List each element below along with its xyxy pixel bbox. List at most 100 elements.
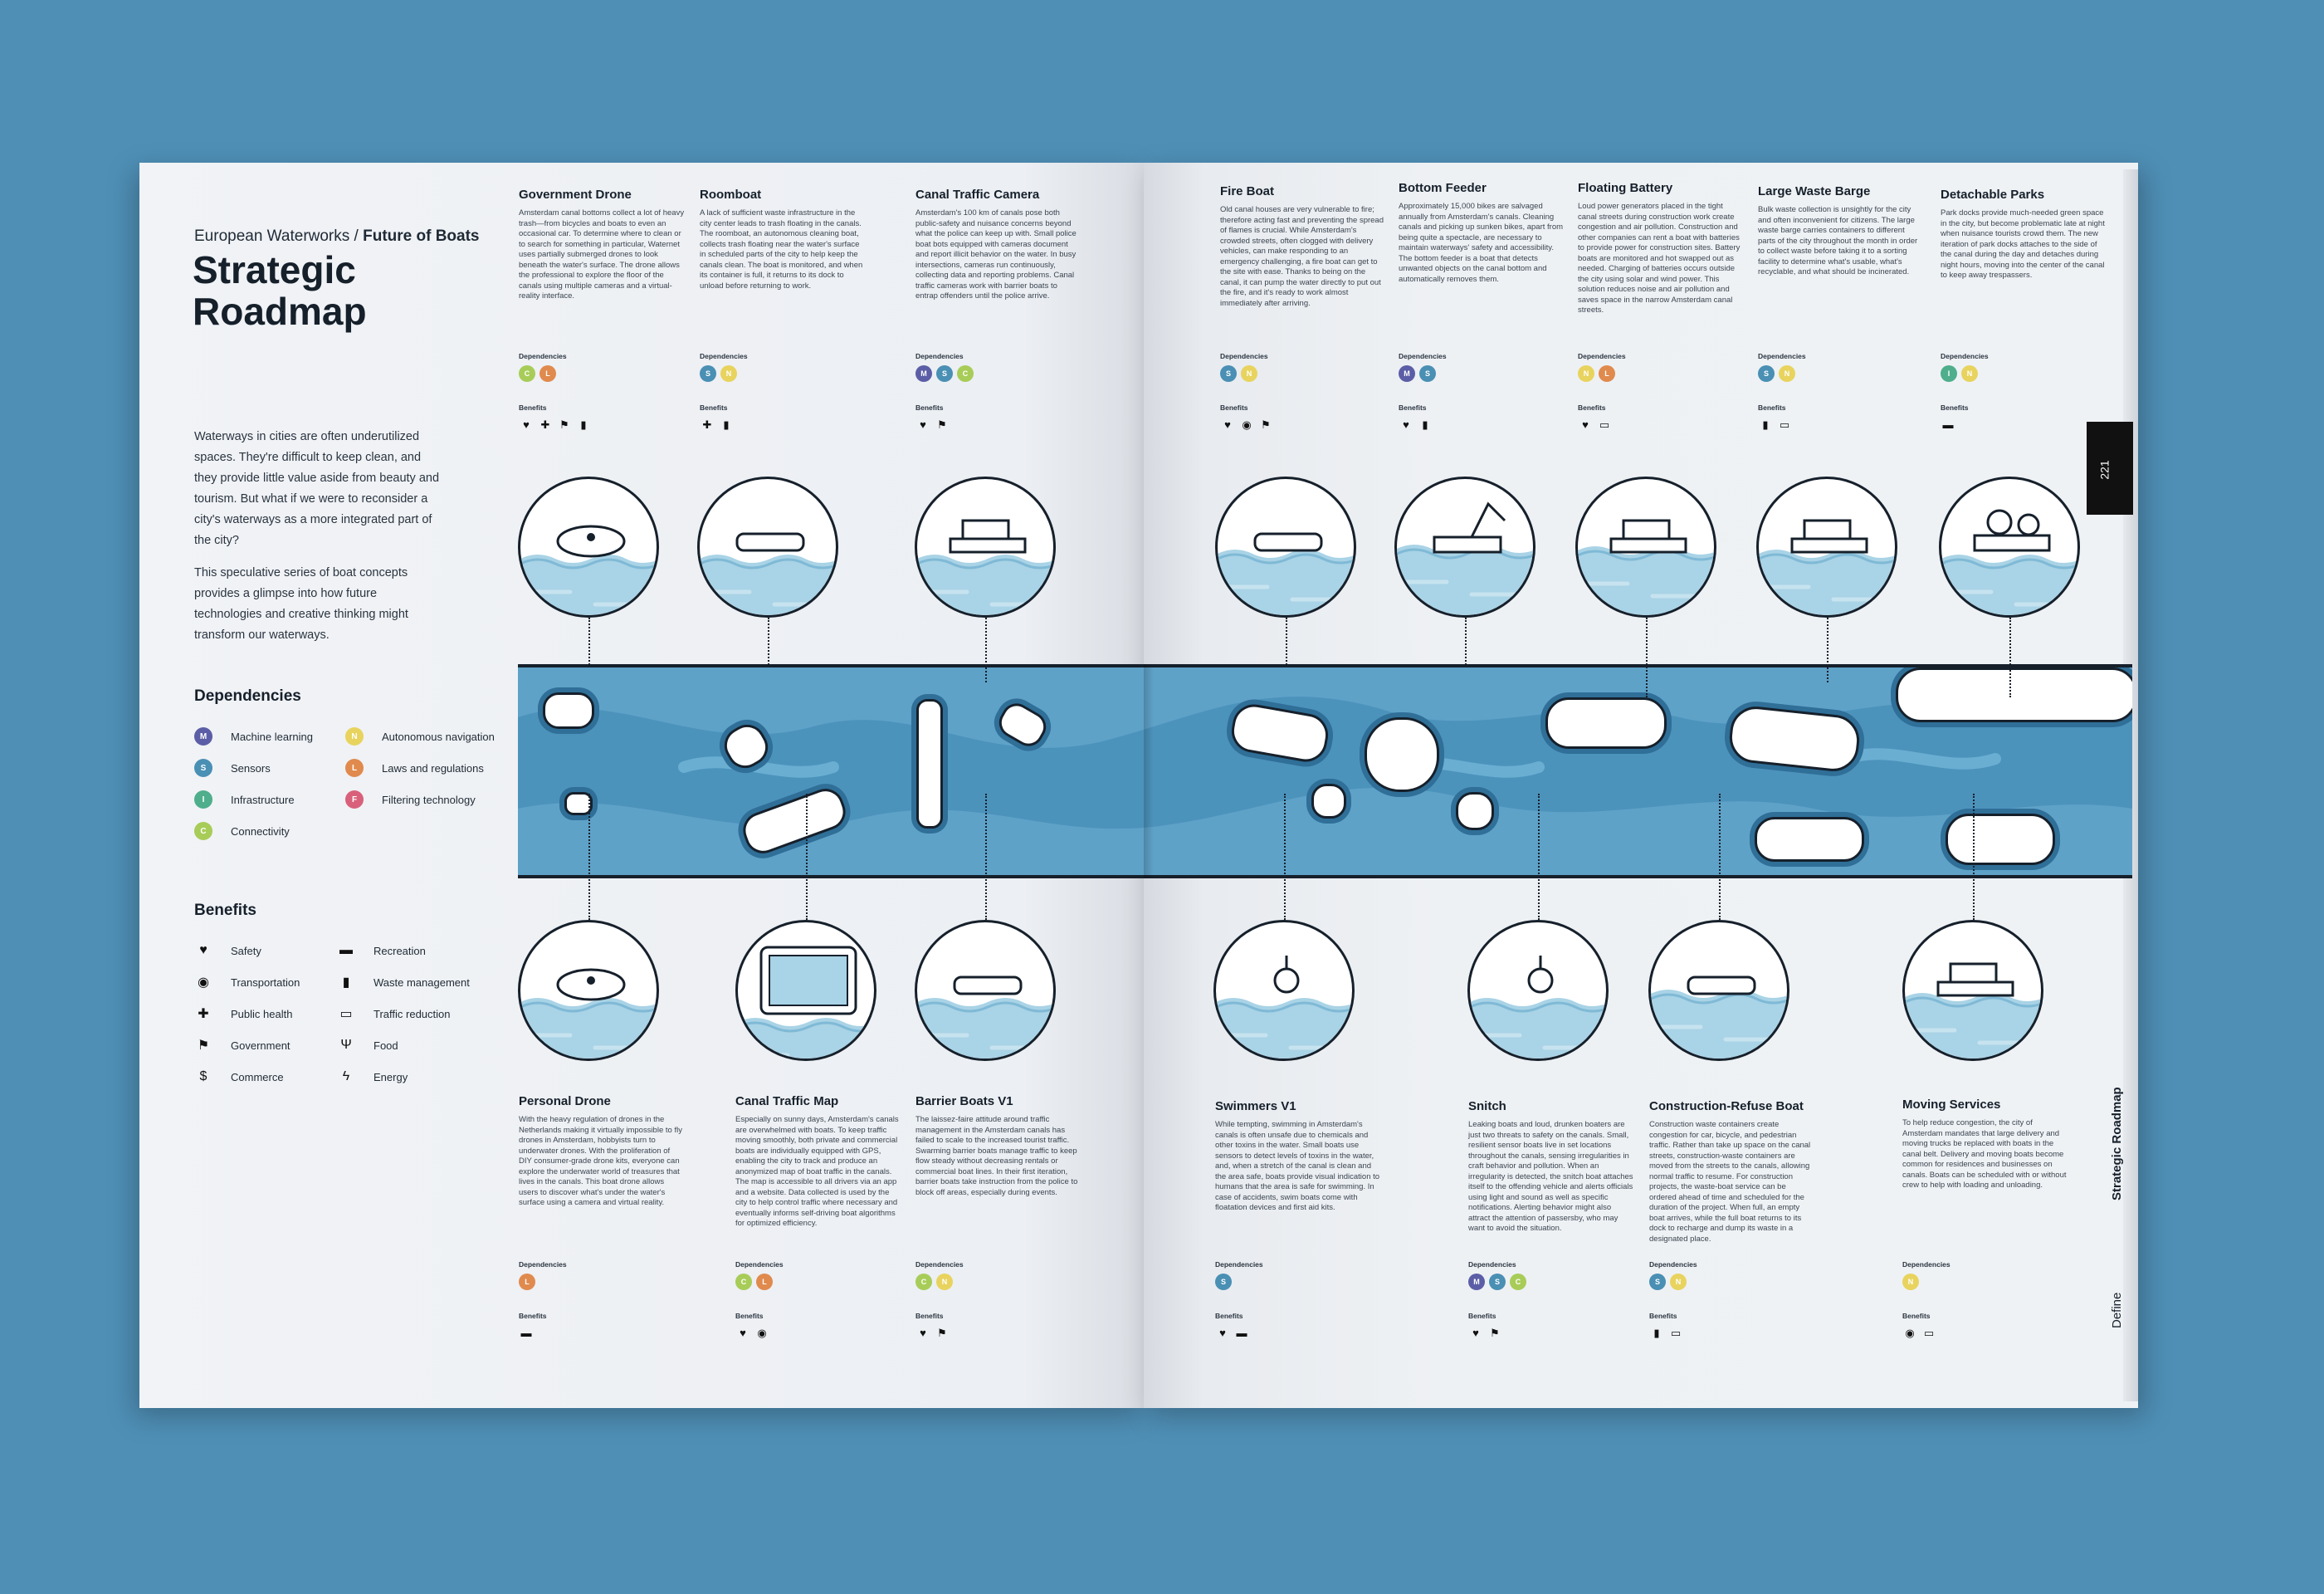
leader-line (1827, 618, 1828, 682)
fork-icon: Ψ (340, 1038, 352, 1052)
river-boat-icon (1365, 717, 1439, 792)
entry-benefits: ♥⚑ (915, 418, 950, 432)
benefit-icon: ⚑ (1490, 1327, 1500, 1339)
leader-line (806, 794, 808, 920)
benefit-label: Public health (231, 1007, 293, 1020)
entry-dependencies: S (1215, 1274, 1232, 1290)
car-icon: ▭ (339, 1007, 353, 1021)
dependencies-mini-heading: Dependencies (1941, 352, 1989, 360)
river-boat-icon (1896, 667, 2132, 722)
benefit-icon: ✚ (540, 418, 550, 431)
entry-description: Leaking boats and loud, drunken boaters … (1468, 1120, 1633, 1233)
entry-title: Large Waste Barge (1758, 184, 1871, 198)
leader-line (1973, 794, 1975, 920)
river-boat-icon (1946, 814, 2055, 865)
dependency-dot: S (1215, 1274, 1232, 1290)
dependency-label: Machine learning (231, 730, 314, 743)
benefit-icon: ⚑ (937, 1327, 947, 1339)
intro-paragraph-2: This speculative series of boat concepts… (194, 566, 408, 642)
benefits-mini-heading: Benefits (1399, 403, 1427, 412)
entry-description: A lack of sufficient waste infrastructur… (700, 208, 863, 291)
dependencies-mini-heading: Dependencies (1758, 352, 1806, 360)
dependency-dot: S (194, 759, 212, 777)
entry-benefits: ▬ (1941, 418, 1955, 431)
dependencies-mini-heading: Dependencies (1399, 352, 1447, 360)
cross-icon: ✚ (198, 1007, 209, 1021)
benefit-icon: ⚑ (1261, 418, 1271, 431)
benefit-icon: ✚ (702, 418, 712, 431)
intro-text: Waterways in cities are often underutili… (194, 427, 443, 658)
dependencies-mini-heading: Dependencies (735, 1260, 784, 1269)
dependency-dot: M (1399, 365, 1415, 382)
benefit-icon: ▮ (1422, 418, 1428, 431)
dependency-dot: N (1670, 1274, 1687, 1290)
dependency-dot: S (1758, 365, 1775, 382)
boat-illustration-circle (915, 477, 1056, 618)
benefit-label: Government (231, 1039, 290, 1052)
dependency-dot: S (1649, 1274, 1666, 1290)
entry-title: Barrier Boats V1 (915, 1094, 1013, 1108)
benefit-icon: ♥ (920, 418, 926, 431)
dependency-dot: L (540, 365, 556, 382)
entry-benefits: ▮▭ (1758, 418, 1792, 432)
entry-description: Park docks provide much-needed green spa… (1941, 208, 2105, 280)
entry-title: Floating Battery (1578, 181, 1673, 195)
benefit-icon: ▬ (520, 1327, 532, 1339)
entry-dependencies: N (1902, 1274, 1919, 1290)
benefit-icon: ♥ (740, 1327, 746, 1339)
benefit-label: Energy (374, 1070, 408, 1083)
benefit-icon: ▮ (580, 418, 587, 431)
benefits-heading: Benefits (194, 902, 256, 919)
leader-line (1538, 794, 1540, 920)
eyebrow-bold: Future of Boats (363, 227, 480, 245)
entry-benefits: ♥▮ (1399, 418, 1433, 432)
benefits-mini-heading: Benefits (1758, 403, 1786, 412)
leader-line (985, 794, 987, 920)
boat-illustration-circle (1648, 920, 1789, 1061)
benefits-mini-heading: Benefits (1468, 1312, 1496, 1320)
entry-description: Approximately 15,000 bikes are salvaged … (1399, 202, 1564, 284)
dependency-dot: N (1902, 1274, 1919, 1290)
dependencies-mini-heading: Dependencies (519, 352, 567, 360)
dependency-dot: S (1419, 365, 1436, 382)
boat-illustration-circle (1467, 920, 1609, 1061)
dependency-dot: L (345, 759, 364, 777)
intro-paragraph-1: Waterways in cities are often underutili… (194, 430, 440, 547)
chapter-label: Define (2110, 1292, 2124, 1328)
entry-benefits: ▮▭ (1649, 1327, 1683, 1340)
river-boat-icon (1311, 784, 1346, 819)
dependency-dot: L (519, 1274, 535, 1290)
entry-title: Moving Services (1902, 1098, 2001, 1112)
title-line-2: Roadmap (193, 290, 367, 333)
canal-river (518, 664, 2132, 878)
dependency-dot: C (915, 1274, 932, 1290)
entry-title: Personal Drone (519, 1094, 611, 1108)
river-boat-icon (1456, 792, 1494, 830)
dependencies-mini-heading: Dependencies (915, 352, 964, 360)
dependency-dot: S (936, 365, 953, 382)
leader-line (1465, 618, 1467, 667)
dependency-label: Laws and regulations (382, 761, 484, 775)
entry-benefits: ◉▭ (1902, 1327, 1936, 1340)
dependency-dot: L (1599, 365, 1615, 382)
benefit-icon: ♥ (1472, 1327, 1479, 1339)
leader-line (985, 618, 987, 682)
benefit-icon: ♥ (1403, 418, 1409, 431)
boat-illustration-circle (735, 920, 876, 1061)
river-boat-icon (543, 692, 594, 729)
dependency-dot: M (194, 727, 212, 746)
entry-description: Loud power generators placed in the tigh… (1578, 202, 1741, 315)
dependencies-mini-heading: Dependencies (1215, 1260, 1263, 1269)
benefit-label: Commerce (231, 1070, 284, 1083)
